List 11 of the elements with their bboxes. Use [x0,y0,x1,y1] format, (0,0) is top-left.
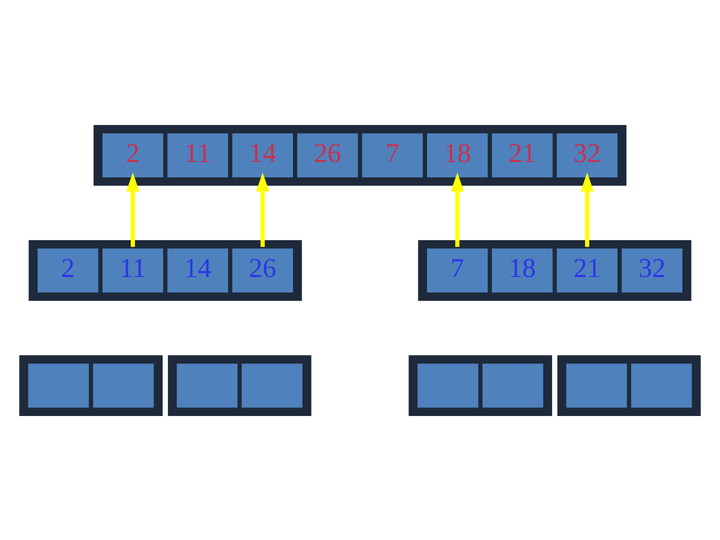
cluster [28,240,302,300]
arrow [256,172,270,246]
cluster [94,124,626,186]
cluster [408,354,552,416]
cluster [418,240,692,300]
arrow [450,172,464,246]
cluster [168,354,312,416]
cluster [19,354,163,416]
arrow [580,172,594,246]
arrow [126,172,140,246]
cluster [557,354,701,416]
